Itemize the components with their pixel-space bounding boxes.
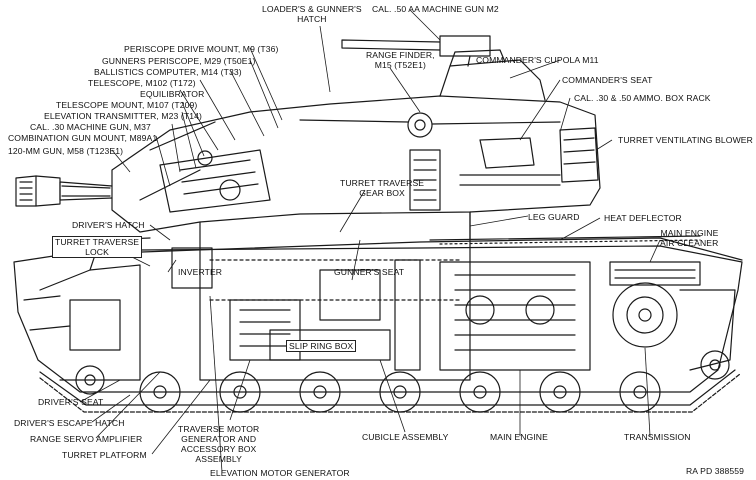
plate-identifier: RA PD 388559: [686, 466, 745, 476]
label-drivers-hatch: DRIVER'S HATCH: [72, 220, 145, 230]
label-range-finder: RANGE FINDER,M15 (T52E1): [366, 50, 435, 70]
label-cubicle-assembly: CUBICLE ASSEMBLY: [362, 432, 449, 442]
hull-upper-deck: [141, 237, 743, 261]
gun-breech: [159, 149, 271, 213]
label-commanders-seat: COMMANDER'S SEAT: [562, 75, 653, 85]
slip-ring-housing: [269, 329, 391, 361]
range-finder: [407, 112, 433, 138]
label-range-servo-amplifier: RANGE SERVO AMPLIFIER: [30, 434, 143, 444]
label-gunners-seat: GUNNER'S SEAT: [334, 267, 405, 277]
commanders-cupola: [439, 59, 546, 101]
label-leg-guard: LEG GUARD: [528, 212, 580, 222]
engine-block: [439, 261, 591, 371]
label-commanders-cupola: COMMANDER'S CUPOLA M11: [476, 55, 599, 65]
label-drivers-seat: DRIVER'S SEAT: [38, 397, 104, 407]
road-wheels: [75, 350, 730, 413]
label-120mm-gun: 120-MM GUN, M58 (T123E1): [8, 146, 124, 156]
track: [39, 369, 736, 406]
label-turret-platform: TURRET PLATFORM: [62, 450, 147, 460]
label-slip-ring-box: SLIP RING BOX: [286, 340, 357, 352]
label-transmission: TRANSMISSION: [624, 432, 691, 442]
turret-outline: [111, 95, 601, 233]
label-aa-machine-gun: CAL. .50 AA MACHINE GUN M2: [372, 4, 499, 14]
label-combination-gun-mount: COMBINATION GUN MOUNT, M89A1: [8, 133, 158, 143]
label-telescope-m102: TELESCOPE, M102 (T172): [88, 78, 196, 88]
label-ballistics-computer: BALLISTICS COMPUTER, M14 (T33): [94, 67, 242, 77]
label-drivers-escape-hatch: DRIVER'S ESCAPE HATCH: [14, 418, 125, 428]
aa-gun: [341, 35, 491, 57]
transmission-housing: [612, 282, 678, 348]
air-cleaner: [609, 261, 701, 286]
label-elevation-transmitter: ELEVATION TRANSMITTER, M23 (T14): [44, 111, 202, 121]
label-inverter: INVERTER: [178, 267, 223, 277]
label-cal-30-machine-gun: CAL. .30 MACHINE GUN, M37: [30, 122, 151, 132]
label-heat-deflector: HEAT DEFLECTOR: [604, 213, 682, 223]
label-elevation-motor-generator: ELEVATION MOTOR GENERATOR: [210, 468, 350, 478]
inverter-box: [171, 247, 213, 289]
label-periscope-drive-mount: PERISCOPE DRIVE MOUNT, M9 (T36): [124, 44, 279, 54]
label-equilibrator: EQUILIBRATOR: [140, 89, 205, 99]
label-gunners-periscope: GUNNERS PERISCOPE, M29 (T50E1): [102, 56, 256, 66]
label-main-engine: MAIN ENGINE: [490, 432, 548, 442]
turret-basket: [199, 211, 471, 381]
label-ammo-box-rack: CAL. .30 & .50 AMMO. BOX RACK: [574, 93, 711, 103]
main-gun-barrel: [15, 175, 113, 207]
label-telescope-mount: TELESCOPE MOUNT, M107 (T209): [56, 100, 198, 110]
label-turret-ventilating-blower: TURRET VENTILATING BLOWER: [618, 135, 753, 145]
